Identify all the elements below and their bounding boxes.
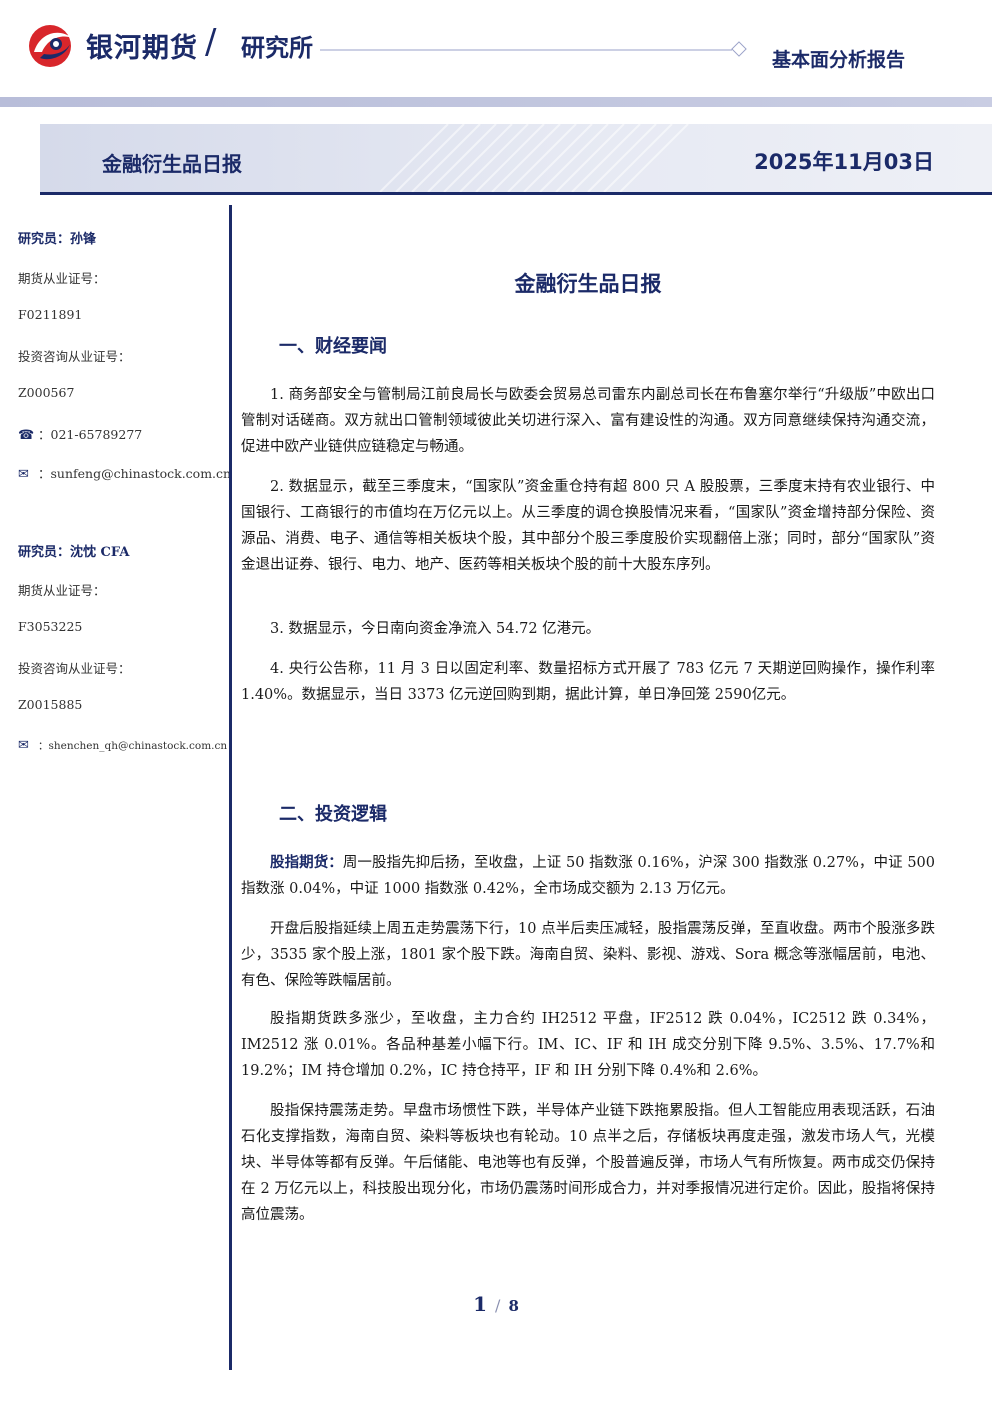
- document-title: 金融衍生品日报: [514, 272, 662, 296]
- paragraph-text: 周一股指先抑后扬，至收盘，上证 50 指数涨 0.16%，沪深 300 指数涨 …: [241, 855, 935, 897]
- futures-license-label: 期货从业证号：: [18, 271, 106, 286]
- department-name: 研究所: [241, 34, 313, 62]
- analyst-name: 研究员：沈忱 CFA: [18, 545, 130, 560]
- futures-license-label: 期货从业证号：: [18, 583, 106, 598]
- logic-paragraph: 股指期货：周一股指先抑后扬，至收盘，上证 50 指数涨 0.16%，沪深 300…: [241, 850, 935, 902]
- consult-license-label: 投资咨询从业证号：: [18, 661, 131, 676]
- news-paragraph: 4. 央行公告称，11 月 3 日以固定利率、数量招标方式开展了 783 亿元 …: [241, 661, 935, 703]
- logic-paragraph: 股指期货跌多涨少，至收盘，主力合约 IH2512 平盘，IF2512 跌 0.0…: [241, 1011, 935, 1079]
- analyst-email: ✉ ：shenchen_qh@chinastock.com.cn: [18, 738, 227, 753]
- brand-separator: /: [205, 22, 217, 62]
- report-date: 2025年11月03日: [754, 150, 934, 174]
- page-separator: /: [495, 1296, 501, 1315]
- logic-paragraph: 股指保持震荡走势。早盘市场惯性下跌，半导体产业链下跌拖累股指。但人工智能应用表现…: [241, 1103, 935, 1223]
- section-heading: 一、财经要闻: [279, 336, 387, 357]
- consult-license-number: Z000567: [18, 385, 75, 400]
- news-paragraph: 1. 商务部安全与管制局江前良局长与欧委会贸易总司雷东内副总司长在布鲁塞尔举行“…: [241, 387, 935, 455]
- email-colon: ：: [38, 466, 51, 481]
- futures-license-number: F3053225: [18, 619, 83, 634]
- page-number: 1 / 8: [0, 1292, 992, 1316]
- header-divider-bar: [0, 97, 992, 107]
- analyst-phone: ☎：021-65789277: [18, 424, 142, 443]
- total-pages: 8: [508, 1297, 519, 1315]
- news-paragraph: 3. 数据显示，今日南向资金净流入 54.72 亿港元。: [270, 621, 601, 637]
- banner-stripes-decoration: [379, 124, 689, 192]
- futures-license-number: F0211891: [18, 307, 83, 322]
- phone-icon: ☎: [18, 428, 35, 443]
- section-heading: 二、投资逻辑: [279, 804, 387, 825]
- analyst-name: 研究员：孙锋: [18, 232, 97, 247]
- banner-title: 金融衍生品日报: [102, 152, 242, 176]
- consult-license-label: 投资咨询从业证号：: [18, 349, 131, 364]
- phone-number: 021-65789277: [50, 427, 143, 442]
- mail-icon: ✉: [18, 738, 29, 753]
- paragraph-lead: 股指期货：: [270, 855, 343, 871]
- news-paragraph: 2. 数据显示，截至三季度末，“国家队”资金重仓持有超 800 只 A 股股票，…: [241, 479, 935, 573]
- galaxy-futures-logo-icon: [29, 25, 72, 67]
- consult-license-number: Z0015885: [18, 697, 83, 712]
- header-decorative-line: [320, 41, 747, 57]
- sidebar-divider: [229, 205, 232, 1370]
- mail-icon: ✉: [18, 467, 29, 482]
- email-colon: ：: [38, 740, 49, 752]
- logic-paragraph: 开盘后股指延续上周五走势震荡下行，10 点半后卖压减轻，股指震荡反弹，至直收盘。…: [241, 921, 935, 989]
- report-type-label: 基本面分析报告: [772, 49, 906, 71]
- brand-name: 银河期货: [86, 33, 198, 64]
- banner-underline: [40, 192, 992, 195]
- phone-colon: ：: [38, 427, 51, 442]
- analyst-email: ✉ ：sunfeng@chinastock.com.cn: [18, 463, 231, 482]
- current-page: 1: [473, 1292, 488, 1316]
- email-address[interactable]: sunfeng@chinastock.com.cn: [50, 466, 232, 481]
- title-banner: 金融衍生品日报 2025年11月03日: [40, 124, 992, 192]
- email-address[interactable]: shenchen_qh@chinastock.com.cn: [48, 740, 228, 752]
